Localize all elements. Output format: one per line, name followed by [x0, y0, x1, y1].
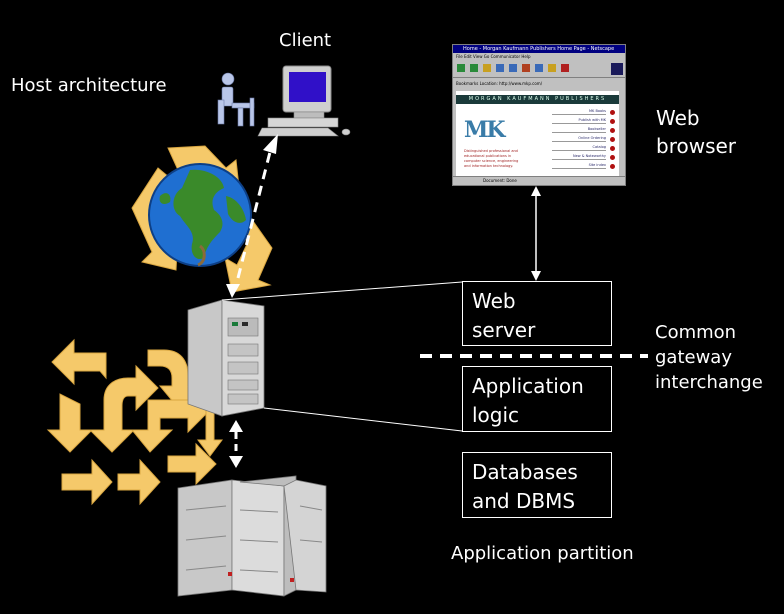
web-server-label: Web server — [472, 289, 536, 342]
application-partition-label: Application partition — [451, 543, 634, 564]
browser-title-bar: Home - Morgan Kaufmann Publishers Home P… — [453, 45, 625, 53]
db-link-arrow — [229, 420, 243, 468]
browser-menu-bar: File Edit View Go Communicator Help — [456, 54, 531, 59]
browser-toolbar-icons — [457, 63, 623, 75]
client-computer-icon — [257, 65, 351, 137]
link-bullet-icon — [610, 137, 615, 142]
server-bottom-guide-line — [263, 407, 463, 432]
link-bullet-icon — [610, 119, 615, 124]
host-architecture-label: Host architecture — [11, 75, 167, 96]
databases-label: Databases and DBMS — [472, 460, 578, 513]
server-top-guide-line — [221, 281, 463, 301]
common-gateway-label: Common gateway interchange — [655, 322, 763, 393]
globe-icon — [148, 163, 252, 267]
server-tower-icon — [187, 299, 265, 417]
web-browser-window: Home - Morgan Kaufmann Publishers Home P… — [452, 44, 626, 186]
link-bullet-icon — [610, 146, 615, 151]
browser-link-arrow — [531, 186, 541, 281]
publisher-blurb: Distinguished professional and education… — [464, 149, 519, 168]
client-link-arrow — [226, 134, 278, 298]
page-link: Online Ordering — [552, 136, 606, 142]
application-logic-label: Application logic — [472, 374, 584, 427]
page-link: MK Books — [552, 109, 606, 115]
application-logic-box: Application logic — [462, 366, 612, 432]
client-label: Client — [279, 30, 332, 51]
link-bullet-icon — [610, 110, 615, 115]
page-link: Publish with MK — [552, 118, 606, 124]
web-server-box: Web server — [462, 281, 612, 346]
browser-toolbar — [453, 61, 625, 78]
page-link: New & Noteworthy — [552, 154, 606, 160]
link-bullet-icon — [610, 164, 615, 169]
link-bullet-icon — [610, 128, 615, 133]
publisher-banner: MORGAN KAUFMANN PUBLISHERS — [456, 95, 619, 104]
web-browser-label: Web browser — [656, 106, 737, 158]
user-icon — [217, 72, 255, 127]
page-link: Bookseller — [552, 127, 606, 133]
page-link: Catalog — [552, 145, 606, 151]
process-arrows-icon — [46, 338, 223, 506]
browser-status-bar: Document: Done — [453, 176, 625, 185]
publisher-logo: MK — [464, 117, 506, 143]
browser-page: MORGAN KAUFMANN PUBLISHERS MK Distinguis… — [456, 91, 619, 177]
browser-location-bar: Bookmarks Location: http://www.mkp.com/ — [453, 78, 625, 90]
databases-box: Databases and DBMS — [462, 452, 612, 518]
link-bullet-icon — [610, 155, 615, 160]
database-cabinet-icon — [177, 475, 327, 597]
page-link: Site index — [552, 163, 606, 169]
